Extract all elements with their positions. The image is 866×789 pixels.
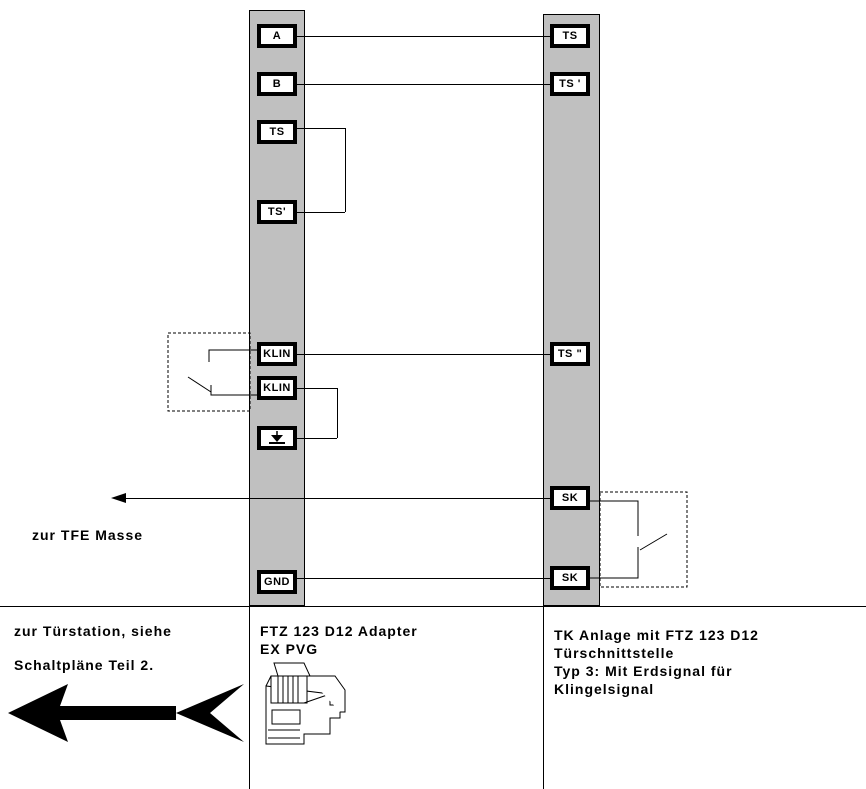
label-tk-line1: TK Anlage mit FTZ 123 D12 bbox=[554, 627, 759, 643]
bridge-ts-vertical bbox=[345, 128, 346, 212]
section-divider bbox=[0, 606, 866, 607]
klin-switch-wire-top bbox=[208, 349, 259, 362]
label-adapter-line1: FTZ 123 D12 Adapter bbox=[260, 623, 418, 639]
klin-switch-box bbox=[167, 332, 251, 412]
terminal-tk-sk-1: SK bbox=[550, 486, 590, 510]
sk-switch-box bbox=[599, 491, 688, 588]
terminal-klin-1: KLIN bbox=[257, 342, 297, 366]
terminal-tk-ts-double: TS " bbox=[550, 342, 590, 366]
wire-gnd-sk bbox=[297, 578, 552, 579]
wire-klin-ts-double bbox=[297, 354, 552, 355]
terminal-b: B bbox=[257, 72, 297, 96]
bridge-ts-top bbox=[297, 128, 345, 129]
label-door-line1: zur Türstation, siehe bbox=[14, 623, 172, 639]
label-tk-line4: Klingelsignal bbox=[554, 681, 655, 697]
sk-switch-wire-top bbox=[590, 500, 639, 536]
bridge-klin-top bbox=[297, 388, 337, 389]
klin-switch-wire-bottom bbox=[210, 385, 259, 396]
terminal-gnd: GND bbox=[257, 570, 297, 594]
column-divider-left bbox=[249, 606, 250, 789]
terminal-ts: TS bbox=[257, 120, 297, 144]
label-tk-line2: Türschnittstelle bbox=[554, 645, 675, 661]
wire-b-ts-prime bbox=[297, 84, 552, 85]
double-arrow-left-icon bbox=[8, 684, 244, 742]
sk-switch-blade bbox=[639, 533, 668, 551]
din-rail-adapter-icon bbox=[265, 662, 346, 745]
bridge-ts-bottom bbox=[297, 212, 345, 213]
label-door-line2: Schaltpläne Teil 2. bbox=[14, 657, 155, 673]
terminal-ground bbox=[257, 426, 297, 450]
label-tk-line3: Typ 3: Mit Erdsignal für bbox=[554, 663, 733, 679]
terminal-ts-prime: TS' bbox=[257, 200, 297, 224]
klin-switch-blade bbox=[187, 376, 212, 393]
terminal-tk-sk-2: SK bbox=[550, 566, 590, 590]
label-adapter-line2: EX PVG bbox=[260, 641, 319, 657]
sk-switch-wire-bottom bbox=[590, 547, 639, 579]
terminal-tk-ts-prime: TS ' bbox=[550, 72, 590, 96]
tfe-arrow-head bbox=[111, 493, 126, 503]
terminal-a: A bbox=[257, 24, 297, 48]
bridge-klin-vertical bbox=[337, 388, 338, 438]
wire-a-ts bbox=[297, 36, 552, 37]
column-divider-right bbox=[543, 606, 544, 789]
label-tfe-masse: zur TFE Masse bbox=[32, 527, 144, 543]
terminal-klin-2: KLIN bbox=[257, 376, 297, 400]
adapter-terminal-strip bbox=[249, 10, 305, 606]
ground-symbol-icon bbox=[269, 431, 285, 444]
terminal-tk-ts: TS bbox=[550, 24, 590, 48]
wire-sk-ground bbox=[124, 498, 552, 499]
bridge-klin-bottom bbox=[297, 438, 337, 439]
